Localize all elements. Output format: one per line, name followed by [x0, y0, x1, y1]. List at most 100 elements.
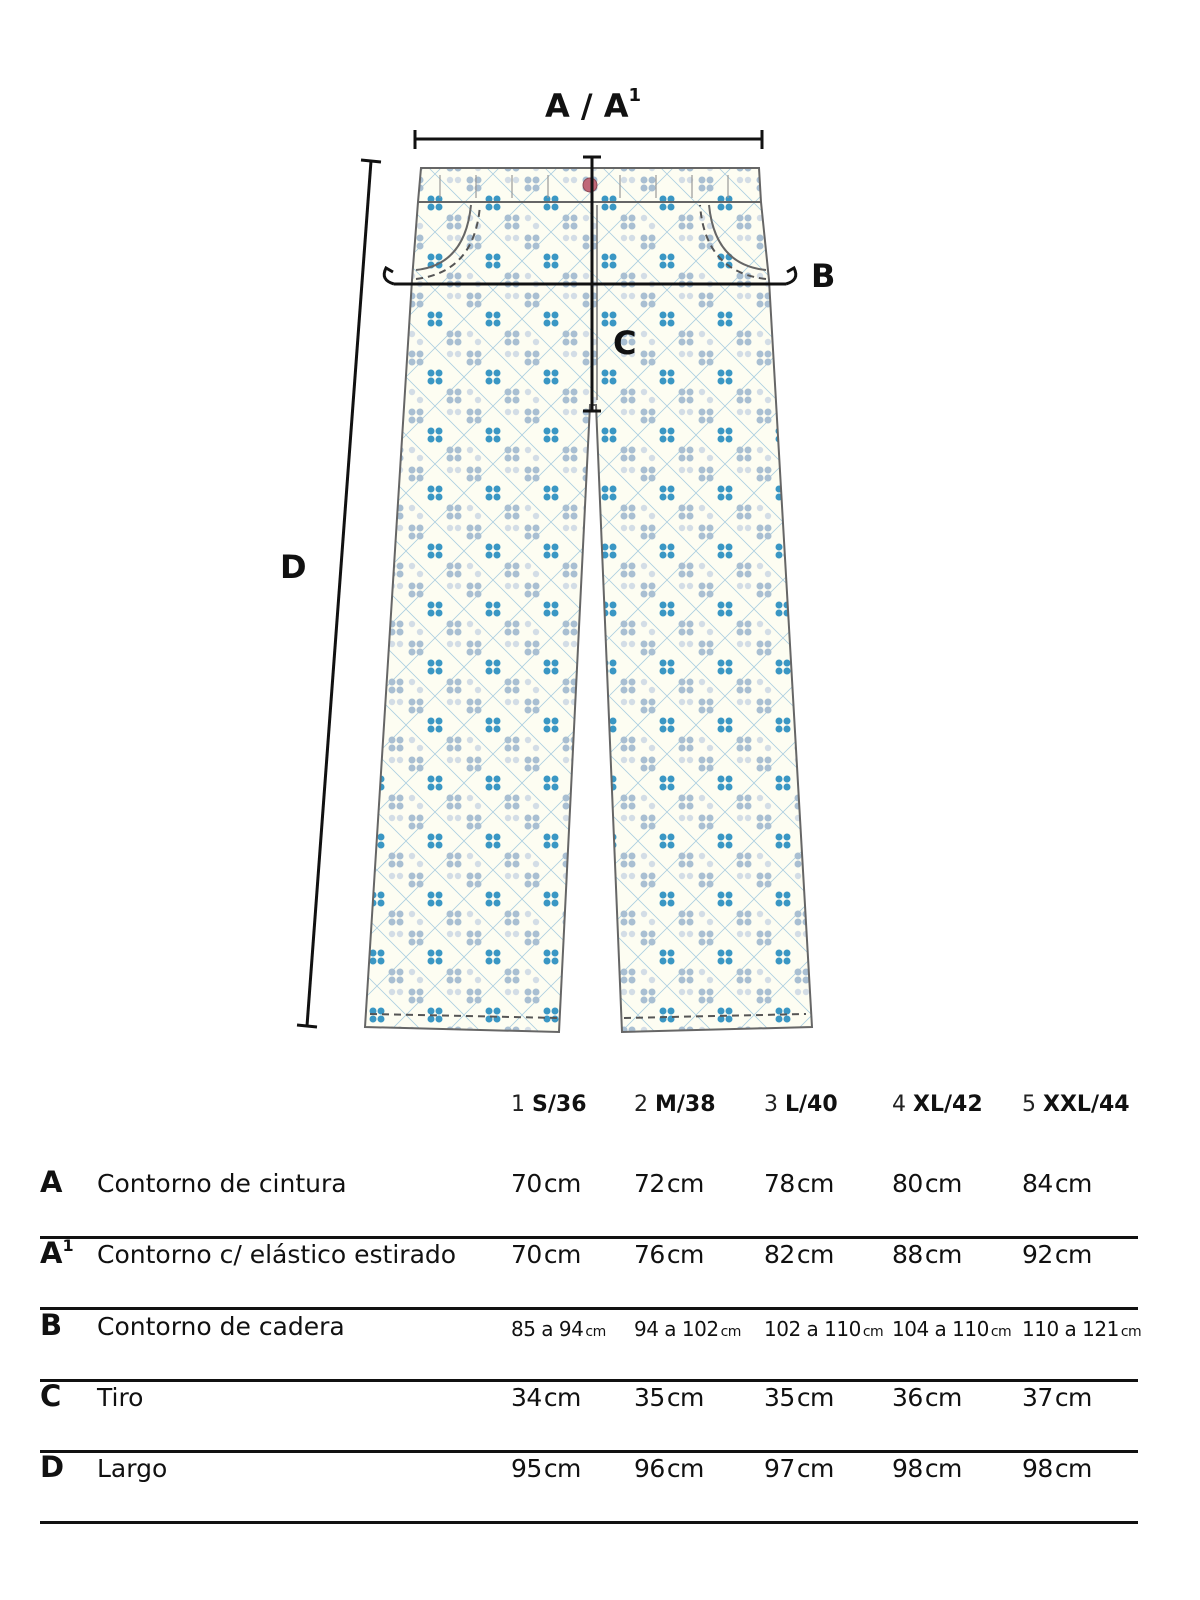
measurement-cell: 36cm: [892, 1383, 962, 1412]
dimension-a-text: A / A: [545, 87, 629, 125]
measurement-value: 98: [1022, 1454, 1053, 1484]
row-label: Largo: [97, 1454, 168, 1484]
size-header-2: 2 M/38: [634, 1092, 716, 1117]
measurement-unit: cm: [924, 1169, 963, 1198]
measurement-value: 84: [1022, 1169, 1053, 1198]
measurement-value: 95: [511, 1454, 542, 1484]
measurement-unit: cm: [796, 1169, 835, 1198]
dimension-b-line: [382, 265, 798, 286]
measurement-unit: cm: [862, 1323, 884, 1340]
measurement-value: 37: [1022, 1382, 1053, 1412]
size-name: S/36: [532, 1092, 587, 1117]
measurement-unit: cm: [1054, 1454, 1093, 1484]
measurement-unit: cm: [796, 1382, 835, 1412]
measurement-cell: 82cm: [764, 1240, 834, 1269]
size-header-5: 5 XXL/44: [1022, 1092, 1130, 1117]
dimension-c-label: C: [613, 324, 637, 362]
row-letter-text: A: [40, 1236, 63, 1271]
measurement-value: 102 a 110: [764, 1316, 861, 1341]
row-letter: A1: [40, 1236, 74, 1270]
measurement-cell: 98cm: [892, 1454, 962, 1483]
dimension-a-label: A / A1: [545, 85, 642, 125]
measurement-cell: 78cm: [764, 1169, 834, 1198]
measurement-value: 36: [892, 1382, 923, 1412]
measurement-value: 35: [634, 1382, 665, 1412]
measurement-unit: cm: [796, 1240, 835, 1270]
measurement-unit: cm: [1054, 1382, 1093, 1412]
measurement-cell: 97cm: [764, 1454, 834, 1483]
row-letter: A: [40, 1165, 62, 1199]
measurement-value: 96: [634, 1454, 665, 1484]
measurement-value: 110 a 121: [1022, 1316, 1119, 1341]
measurement-value: 76: [634, 1240, 665, 1270]
measurement-unit: cm: [1054, 1169, 1093, 1198]
measurement-unit: cm: [543, 1240, 582, 1270]
measurement-value: 92: [1022, 1240, 1053, 1270]
measurement-cell: 76cm: [634, 1240, 704, 1269]
measurement-value: 34: [511, 1382, 542, 1412]
measurement-cell: 96cm: [634, 1454, 704, 1483]
size-number: 5: [1022, 1092, 1036, 1117]
measurement-value: 82: [764, 1240, 795, 1270]
measurement-unit: cm: [666, 1169, 705, 1198]
measurement-unit: cm: [796, 1454, 835, 1484]
measurement-unit: cm: [666, 1240, 705, 1270]
size-name: M/38: [655, 1092, 716, 1117]
measurement-value: 85 a 94: [511, 1316, 584, 1341]
measurement-unit: cm: [924, 1240, 963, 1270]
measurement-cell: 98cm: [1022, 1454, 1092, 1483]
measurement-unit: cm: [720, 1323, 742, 1340]
size-number: 1: [511, 1092, 525, 1117]
row-label: Contorno c/ elástico estirado: [97, 1240, 457, 1270]
measurement-value: 98: [892, 1454, 923, 1484]
dimension-d-label: D: [280, 548, 307, 586]
measurement-cell: 88cm: [892, 1240, 962, 1269]
size-number: 2: [634, 1092, 648, 1117]
row-letter: C: [40, 1379, 61, 1413]
measurement-cell: 37cm: [1022, 1383, 1092, 1412]
size-header-4: 4 XL/42: [892, 1092, 983, 1117]
row-letter-text: B: [40, 1307, 63, 1342]
measurement-value: 72: [634, 1169, 665, 1198]
measurement-value: 80: [892, 1169, 923, 1198]
measurement-value: 97: [764, 1454, 795, 1484]
size-header-1: 1 S/36: [511, 1092, 587, 1117]
size-name: L/40: [785, 1092, 838, 1117]
dimension-a-line: [413, 130, 764, 149]
measurement-cell: 80cm: [892, 1169, 962, 1198]
measurement-cell: 70cm: [511, 1240, 581, 1269]
measurement-unit: cm: [666, 1454, 705, 1484]
measurement-cell: 95cm: [511, 1454, 581, 1483]
measurement-value: 78: [764, 1169, 795, 1198]
dimension-a-superscript: 1: [628, 85, 642, 106]
dimension-d-line: [296, 158, 382, 1029]
size-number: 4: [892, 1092, 906, 1117]
measurement-value: 88: [892, 1240, 923, 1270]
measurement-cell: 92cm: [1022, 1240, 1092, 1269]
row-letter: D: [40, 1450, 64, 1484]
row-letter-text: C: [40, 1378, 62, 1413]
measurement-unit: cm: [543, 1382, 582, 1412]
row-label: Contorno de cadera: [97, 1311, 345, 1341]
measurement-value: 94 a 102: [634, 1316, 719, 1341]
measurement-cell: 35cm: [764, 1383, 834, 1412]
measurement-cell: 72cm: [634, 1169, 704, 1198]
measurement-unit: cm: [990, 1323, 1012, 1340]
row-letter-text: D: [40, 1450, 65, 1485]
row-letter-text: A: [40, 1165, 63, 1199]
button-icon: [582, 177, 598, 193]
measurement-cell: 84cm: [1022, 1169, 1092, 1198]
measurement-cell: 35cm: [634, 1383, 704, 1412]
row-label: Tiro: [97, 1382, 144, 1412]
dimension-b-label: B: [811, 257, 836, 295]
measurement-unit: cm: [1120, 1323, 1142, 1340]
measurement-unit: cm: [924, 1454, 963, 1484]
